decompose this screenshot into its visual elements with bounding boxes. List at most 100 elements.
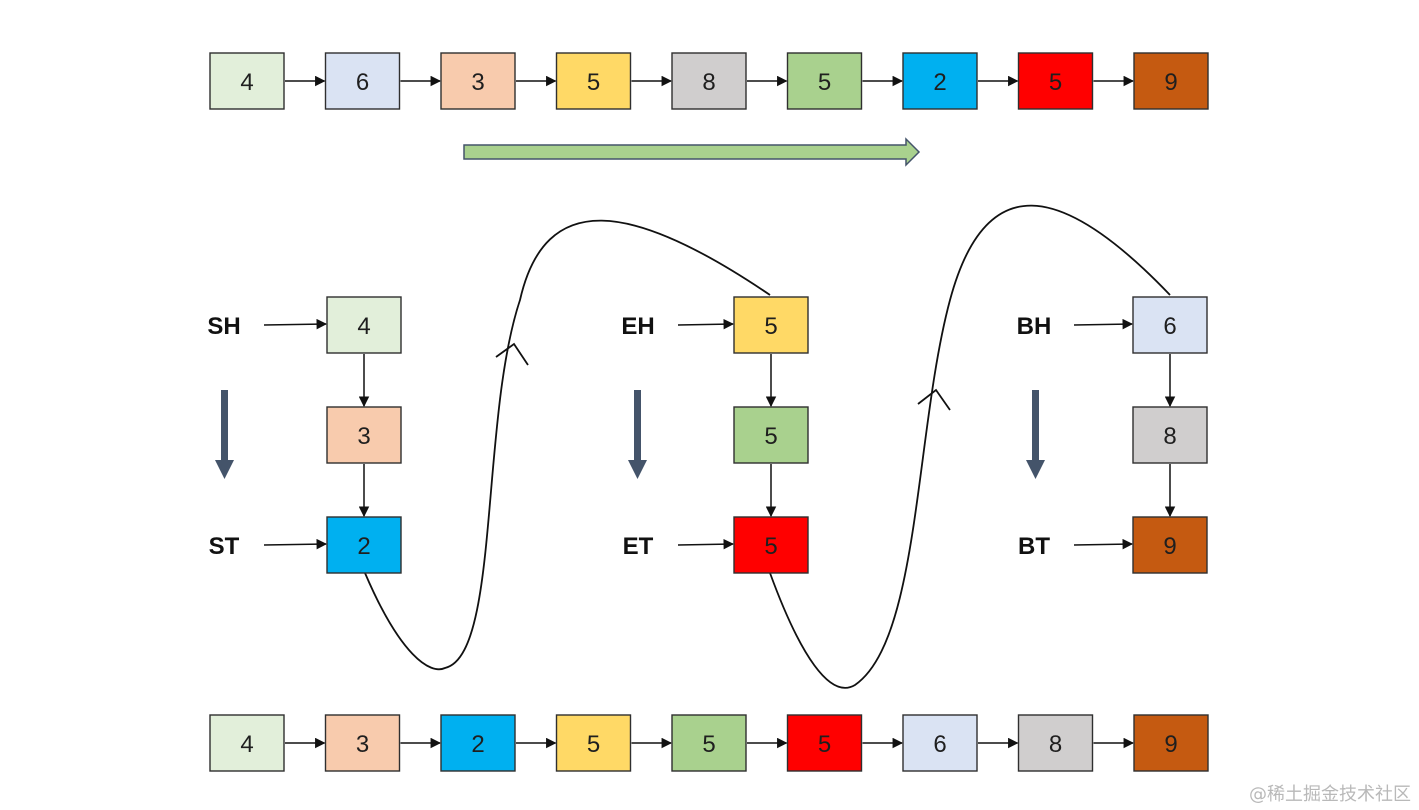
node-value: 5 xyxy=(764,313,777,340)
list-node: 3 xyxy=(440,52,516,110)
node-value: 5 xyxy=(702,731,715,758)
list-node: 4 xyxy=(209,714,285,772)
node-value: 5 xyxy=(818,731,831,758)
node-box xyxy=(902,714,978,772)
list-node: 4 xyxy=(209,52,285,110)
down-arrow-icon xyxy=(628,390,647,479)
node-value: 2 xyxy=(357,533,370,560)
list-node: 6 xyxy=(324,52,401,110)
node-box xyxy=(324,714,401,772)
node-box xyxy=(1132,516,1208,574)
node-value: 6 xyxy=(933,731,946,758)
node-value: 3 xyxy=(356,731,369,758)
node-box xyxy=(326,516,402,574)
list-node: 9 xyxy=(1133,714,1209,772)
node-box xyxy=(1133,714,1209,772)
head-pointer-arrow xyxy=(1073,318,1134,330)
curve-arrowhead-icon xyxy=(495,342,529,366)
node-value: 3 xyxy=(471,69,484,96)
node-box xyxy=(209,52,285,110)
node-value: 5 xyxy=(587,69,600,96)
node-value: 5 xyxy=(764,533,777,560)
node-box xyxy=(1017,52,1094,110)
tail-pointer-label: ET xyxy=(623,533,654,560)
list-node: 5 xyxy=(786,714,863,772)
node-value: 2 xyxy=(471,731,484,758)
node-value: 5 xyxy=(764,423,777,450)
partition-node: 5 xyxy=(733,406,809,464)
node-value: 4 xyxy=(240,731,253,758)
node-value: 6 xyxy=(356,69,369,96)
head-pointer-label: EH xyxy=(621,313,654,340)
partition-node: 2 xyxy=(326,516,402,574)
partition-1: 5 5 5 EH ET xyxy=(621,296,809,574)
partition-0: 4 3 2 SH ST xyxy=(207,296,402,574)
node-box xyxy=(555,52,632,110)
node-box xyxy=(733,406,809,464)
list-node: 9 xyxy=(1133,52,1209,110)
tail-pointer-arrow xyxy=(677,538,735,550)
head-pointer-label: SH xyxy=(207,313,240,340)
node-value: 8 xyxy=(1163,423,1176,450)
list-node: 3 xyxy=(324,714,401,772)
node-value: 9 xyxy=(1164,731,1177,758)
list-node: 5 xyxy=(555,52,632,110)
partition-node: 5 xyxy=(733,516,809,574)
node-box xyxy=(1132,406,1208,464)
node-value: 5 xyxy=(1049,69,1062,96)
node-value: 8 xyxy=(1049,731,1062,758)
tail-pointer-label: ST xyxy=(209,533,240,560)
partition-node: 8 xyxy=(1132,406,1208,464)
node-box xyxy=(324,52,401,110)
list-node: 8 xyxy=(1017,714,1094,772)
head-pointer-label: BH xyxy=(1017,313,1052,340)
node-box xyxy=(440,714,516,772)
node-box xyxy=(671,52,747,110)
node-value: 8 xyxy=(702,69,715,96)
tail-pointer-arrow xyxy=(263,538,328,550)
node-box xyxy=(1133,52,1209,110)
partition-node: 5 xyxy=(733,296,809,354)
watermark: @稀土掘金技术社区 xyxy=(1249,784,1411,805)
list-node: 5 xyxy=(555,714,632,772)
head-pointer-arrow xyxy=(677,318,735,330)
node-box xyxy=(326,296,402,354)
list-node: 2 xyxy=(902,52,978,110)
partition-node: 3 xyxy=(326,406,402,464)
node-value: 3 xyxy=(357,423,370,450)
node-box xyxy=(786,714,863,772)
tail-pointer-arrow xyxy=(1073,538,1134,550)
node-box xyxy=(1017,714,1094,772)
node-value: 2 xyxy=(933,69,946,96)
partition-node: 6 xyxy=(1132,296,1208,354)
node-box xyxy=(209,714,285,772)
node-value: 6 xyxy=(1163,313,1176,340)
connector-curve-st-to-eh xyxy=(364,219,771,671)
list-node: 5 xyxy=(671,714,747,772)
partition-node: 9 xyxy=(1132,516,1208,574)
node-value: 4 xyxy=(240,69,253,96)
head-pointer-arrow xyxy=(263,318,328,330)
node-box xyxy=(440,52,516,110)
tail-pointer-label: BT xyxy=(1018,533,1050,560)
node-box xyxy=(555,714,632,772)
list-node: 6 xyxy=(902,714,978,772)
connector-curve-et-to-bh xyxy=(769,204,1171,689)
node-box xyxy=(671,714,747,772)
down-arrow-icon xyxy=(1026,390,1045,479)
node-box xyxy=(1132,296,1208,354)
list-node: 8 xyxy=(671,52,747,110)
node-value: 5 xyxy=(587,731,600,758)
list-node: 5 xyxy=(1017,52,1094,110)
node-value: 4 xyxy=(357,313,370,340)
node-value: 5 xyxy=(818,69,831,96)
list-node: 5 xyxy=(786,52,863,110)
node-value: 9 xyxy=(1163,533,1176,560)
traversal-direction-arrow xyxy=(463,137,921,167)
list-node: 2 xyxy=(440,714,516,772)
curve-arrowhead-icon xyxy=(917,388,951,411)
down-arrow-icon xyxy=(215,390,234,479)
node-box xyxy=(786,52,863,110)
partition-node: 4 xyxy=(326,296,402,354)
